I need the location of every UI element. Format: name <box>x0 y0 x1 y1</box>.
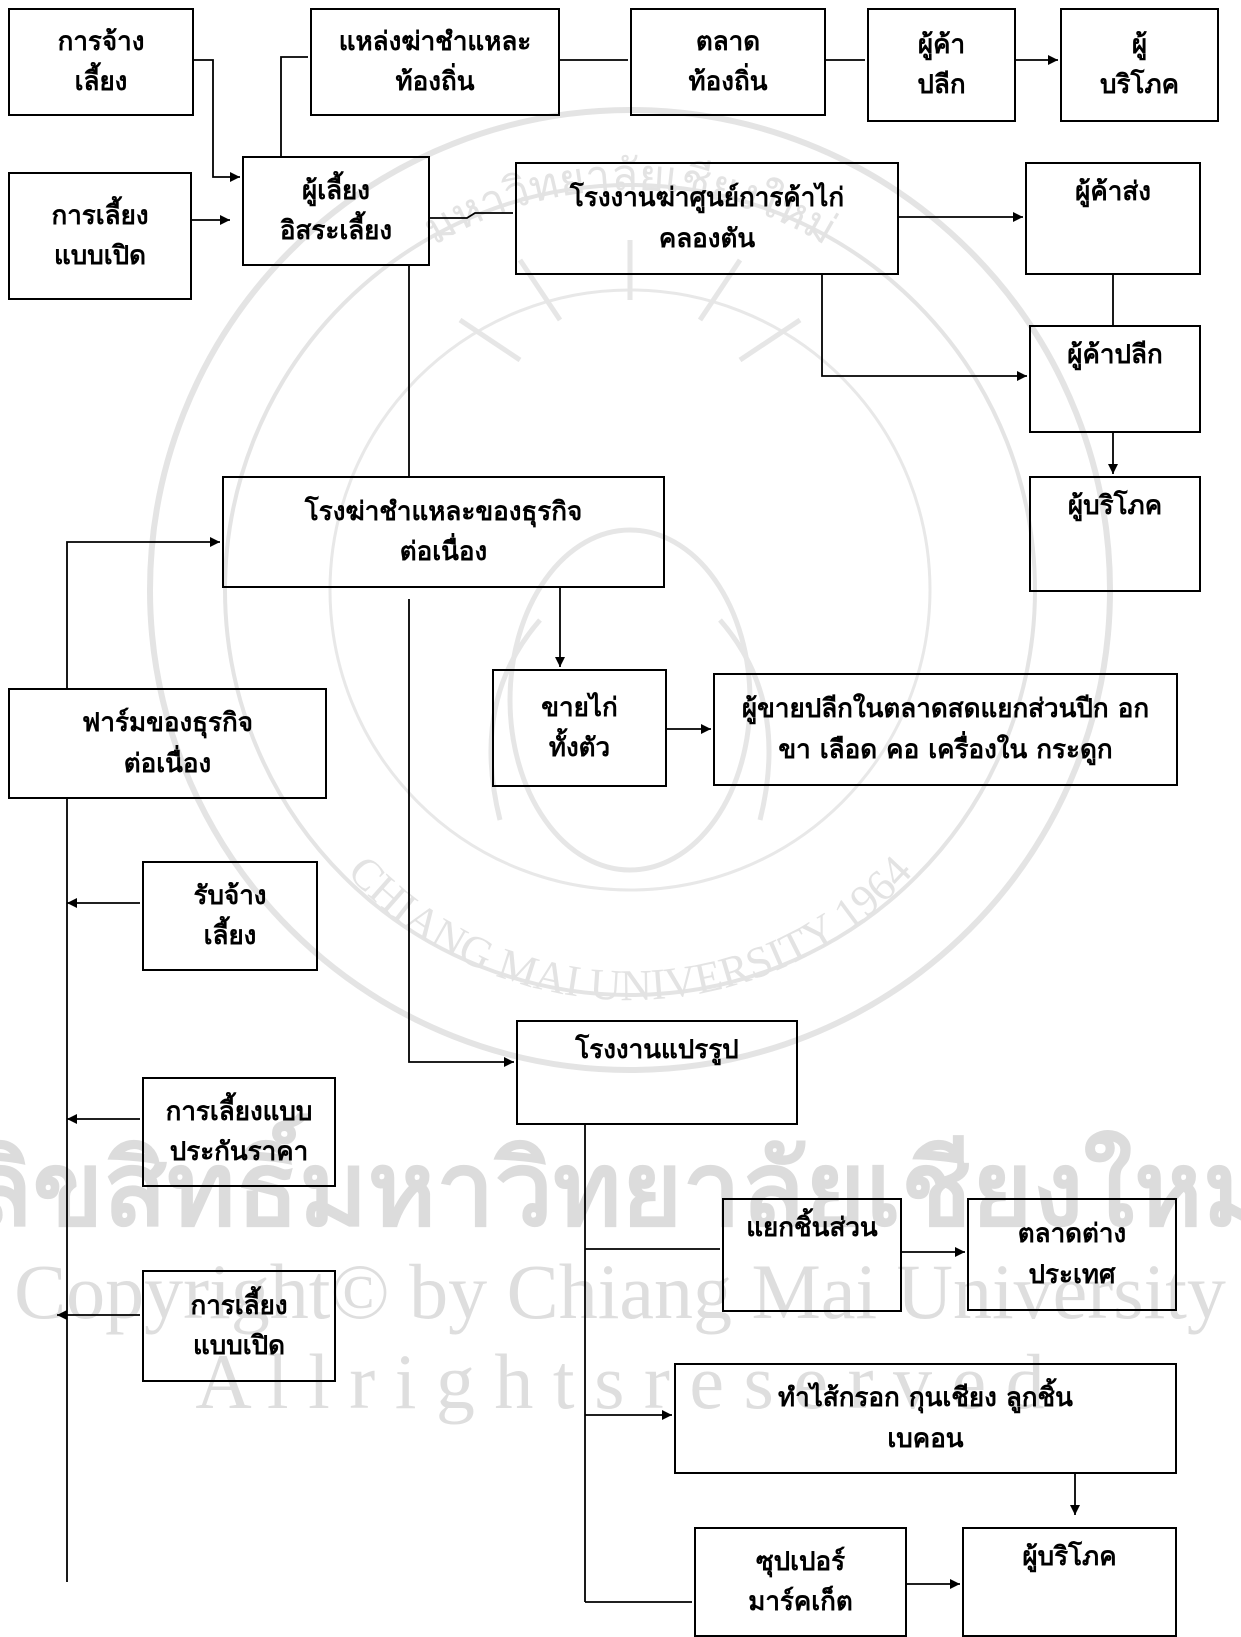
local-market-box: ตลาด ท้องถิ่น <box>630 8 826 116</box>
khlong-ton-plant-box: โรงงานฆ่าศูนย์การค้าไก่ คลองตัน <box>515 162 899 275</box>
processing-plant-box: โรงงานแปรรูป <box>516 1020 798 1125</box>
retailer-top-box: ผู้ค้า ปลีก <box>867 8 1016 122</box>
box-line: ผู้เลี้ยง <box>302 175 370 206</box>
retailer-right-box: ผู้ค้าปลีก <box>1029 325 1201 433</box>
box-line: ทำไส้กรอก กุนเชียง ลูกชิ้น <box>778 1383 1073 1414</box>
box-line: ประเทศ <box>1028 1259 1116 1290</box>
watermark-rights-text: A l l r i g h t s r e s e r v e d <box>195 1338 1044 1425</box>
box-line: บริโภค <box>1100 70 1179 100</box>
open-farming-2-box: การเลี้ยง แบบเปิด <box>142 1270 336 1382</box>
box-line: ท้องถิ่น <box>688 67 768 97</box>
box-line: เลี้ยง <box>74 67 128 97</box>
box-line: ปลีก <box>917 70 966 100</box>
box-line: ผู้บริโภค <box>1022 1542 1117 1572</box>
consumer-right-box: ผู้บริโภค <box>1029 476 1201 592</box>
box-line: เลี้ยง <box>203 921 257 951</box>
box-line: แหล่งฆ่าชำแหละ <box>338 26 532 57</box>
consumer-top-box: ผู้ บริโภค <box>1060 8 1219 122</box>
price-guarantee-box: การเลี้ยงแบบ ประกันราคา <box>142 1077 336 1187</box>
box-line: ฟาร์มของธุรกิจ <box>81 708 253 739</box>
foreign-market-box: ตลาดต่าง ประเทศ <box>967 1198 1177 1311</box>
box-line: แบบเปิด <box>53 241 147 271</box>
box-line: การเลี้ยง <box>190 1290 288 1321</box>
fresh-market-retail-box: ผู้ขายปลีกในตลาดสดแยกส่วนปีก อก ขา เลือด… <box>713 673 1178 786</box>
box-line: ท้องถิ่น <box>395 67 475 97</box>
box-line: การเลี้ยง <box>51 200 149 231</box>
box-line: ซุปเปอร์ <box>755 1546 846 1577</box>
box-line: ต่อเนื่อง <box>123 748 212 779</box>
consumer-bottom-box: ผู้บริโภค <box>962 1527 1177 1637</box>
watermark-thai-text: ลิขสิทธิ์มหาวิทยาลัยเชียงใหม่ <box>0 1113 1241 1250</box>
box-line: ผู้ค้าส่ง <box>1075 177 1151 207</box>
contract-raising-box: รับจ้าง เลี้ยง <box>142 861 318 971</box>
box-line: การเลี้ยงแบบ <box>165 1096 313 1127</box>
contract-farming-box: การจ้าง เลี้ยง <box>8 8 194 116</box>
box-line: คลองตัน <box>658 223 756 254</box>
box-line: ต่อเนื่อง <box>399 537 488 567</box>
box-line: ผู้ <box>1131 29 1148 60</box>
box-line: โรงงานฆ่าศูนย์การค้าไก่ <box>569 183 845 214</box>
watermark-copyright-text: Copyright© by Chiang Mai University <box>14 1248 1226 1335</box>
whole-chicken-box: ขายไก่ ทั้งตัว <box>492 669 667 787</box>
box-line: ผู้ค้า <box>917 29 966 60</box>
box-line: มาร์คเก็ต <box>748 1587 853 1617</box>
integrator-slaughter-box: โรงฆ่าชำแหละของธุรกิจ ต่อเนื่อง <box>222 476 665 588</box>
box-line: แยกชิ้นส่วน <box>746 1213 878 1243</box>
box-line: โรงงานแปรรูป <box>575 1035 739 1065</box>
independent-farmer-box: ผู้เลี้ยง อิสระเลี้ยง <box>242 156 430 266</box>
supermarket-box: ซุปเปอร์ มาร์คเก็ต <box>694 1527 907 1637</box>
box-line: ผู้ค้าปลีก <box>1067 340 1163 370</box>
box-line: เบคอน <box>887 1423 964 1454</box>
sausage-products-box: ทำไส้กรอก กุนเชียง ลูกชิ้น เบคอน <box>674 1363 1177 1474</box>
box-line: ผู้ขายปลีกในตลาดสดแยกส่วนปีก อก <box>741 694 1150 725</box>
local-slaughter-box: แหล่งฆ่าชำแหละ ท้องถิ่น <box>310 8 560 116</box>
box-line: แบบเปิด <box>192 1331 286 1361</box>
box-line: อิสระเลี้ยง <box>279 216 393 246</box>
box-line: ขา เลือด คอ เครื่องใน กระดูก <box>778 734 1113 765</box>
integrator-farm-box: ฟาร์มของธุรกิจ ต่อเนื่อง <box>8 688 327 799</box>
box-line: ตลาดต่าง <box>1017 1219 1127 1250</box>
box-line: การจ้าง <box>57 26 145 57</box>
box-line: โรงฆ่าชำแหละของธุรกิจ <box>304 496 583 527</box>
open-farming-box: การเลี้ยง แบบเปิด <box>8 172 192 300</box>
parts-cutting-box: แยกชิ้นส่วน <box>722 1198 902 1312</box>
box-line: ขายไก่ <box>541 692 618 723</box>
wholesaler-box: ผู้ค้าส่ง <box>1025 162 1201 275</box>
box-line: ตลาด <box>695 26 761 57</box>
box-line: ทั้งตัว <box>548 733 611 763</box>
box-line: ประกันราคา <box>169 1137 309 1167</box>
box-line: ผู้บริโภค <box>1067 491 1163 521</box>
box-line: รับจ้าง <box>193 880 267 911</box>
